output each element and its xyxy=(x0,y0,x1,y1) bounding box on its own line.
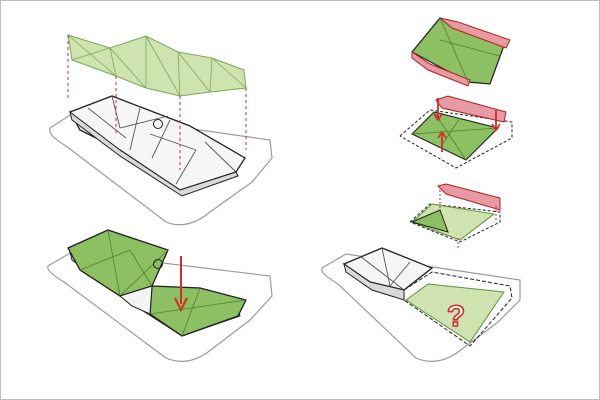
building-base xyxy=(69,110,239,197)
question-mark: ? xyxy=(447,300,465,333)
red-edge-top xyxy=(439,17,511,49)
red-edge-side xyxy=(411,51,471,87)
panel-bottom-left xyxy=(47,229,273,362)
red-block xyxy=(435,95,507,123)
courtyard-feature xyxy=(153,259,163,269)
panel-bottom-right: ? xyxy=(321,247,521,362)
roof-fold-lines xyxy=(67,34,247,97)
panel-right-step-2 xyxy=(399,95,513,169)
green-open-site xyxy=(405,283,505,343)
projection-lines xyxy=(67,35,247,170)
green-surface xyxy=(411,111,500,161)
dashed-site-outline xyxy=(399,109,513,169)
arrows-down xyxy=(437,98,497,128)
building-base xyxy=(343,262,405,301)
dashed-site-outline xyxy=(403,271,513,347)
arrowheads-down xyxy=(433,113,501,132)
projection-lines xyxy=(439,190,497,248)
roof-fold-lines xyxy=(79,229,247,337)
courtyard-feature xyxy=(153,119,163,129)
building-gap-white xyxy=(118,285,153,315)
green-ramp xyxy=(410,209,449,233)
building-ridge-lines xyxy=(359,247,411,291)
red-wedge xyxy=(437,183,501,211)
arrowhead-up xyxy=(437,130,447,139)
panel-top-left xyxy=(49,34,273,226)
floating-green-roof xyxy=(67,34,247,97)
panel-right-step-3 xyxy=(409,183,501,248)
fold-lines xyxy=(439,17,501,83)
down-arrowhead xyxy=(174,297,188,313)
panel-right-step-1 xyxy=(411,17,511,87)
dashed-site-outline xyxy=(409,203,501,243)
fold-lines xyxy=(411,111,499,161)
